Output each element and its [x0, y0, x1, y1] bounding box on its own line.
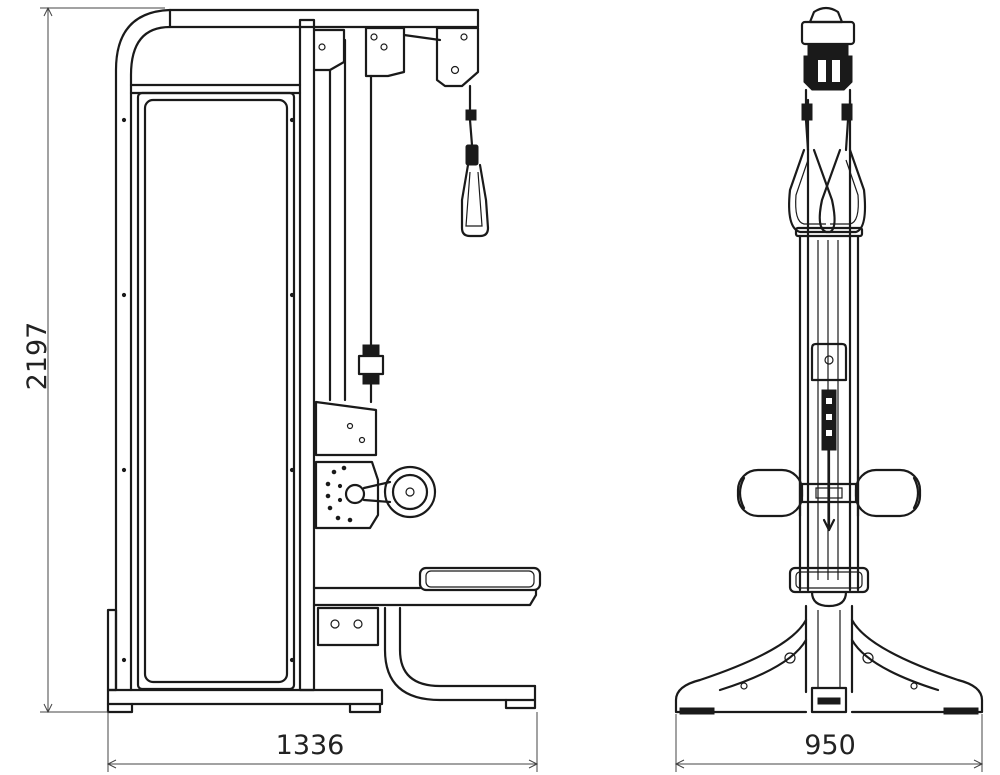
depth-dimension-label: 1336: [276, 730, 345, 761]
dimension-depth: 1336: [106, 712, 539, 772]
dimension-height: 2197: [22, 6, 165, 714]
side-view: [106, 8, 542, 714]
width-dimension-label: 950: [804, 730, 856, 761]
front-view: [674, 6, 984, 715]
dimension-width: 950: [674, 714, 984, 772]
height-dimension-label: 2197: [22, 322, 53, 391]
